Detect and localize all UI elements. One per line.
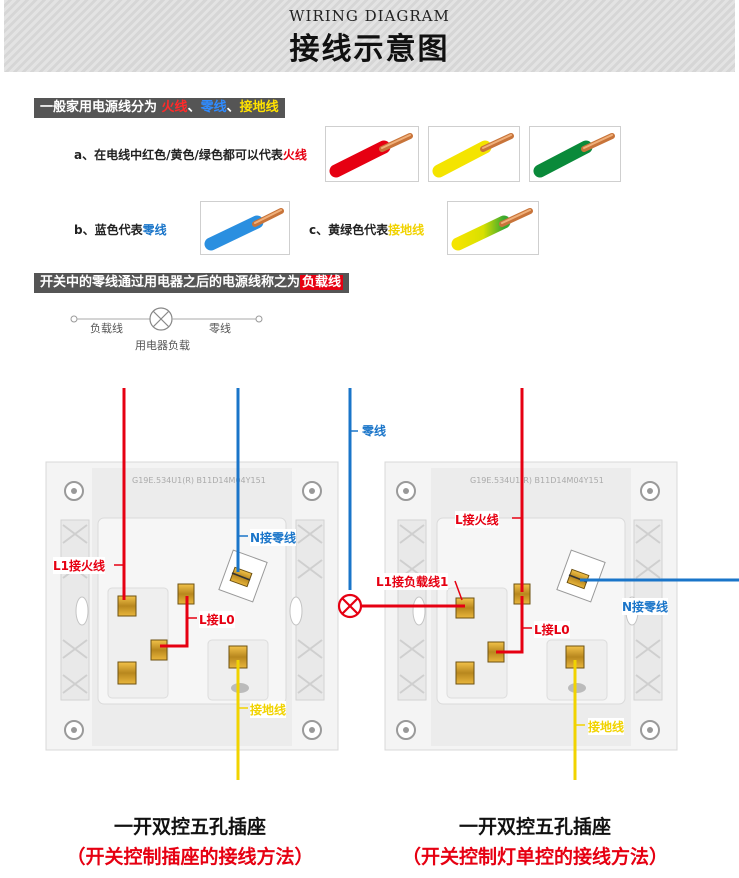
right-caption-subtitle: （开关控制灯单控的接线方法） (401, 846, 668, 868)
header-english-title: WIRING DIAGRAM (289, 7, 450, 25)
left-panel-print: G19E.534U1(R) B11D14M04Y151 (132, 476, 266, 485)
right-l-label: L接火线 (455, 511, 499, 528)
right-l1-label: L1接负载线1 (376, 573, 449, 590)
line-b-highlight: 零线 (142, 223, 167, 237)
section2-highlight: 负载线 (300, 275, 344, 290)
left-caption-title: 一开双控五孔插座 (113, 816, 266, 838)
line-a-highlight: 火线 (282, 148, 307, 162)
left-l1-label: L1接火线 (53, 557, 105, 574)
header-banner: WIRING DIAGRAM 接线示意图 (4, 0, 735, 72)
section2-prefix: 开关中的零线通过用电器之后的电源线称之为 (40, 275, 301, 290)
right-panel-print: G19E.534U1(R) B11D14M04Y151 (470, 476, 604, 485)
load-right-label: 零线 (209, 322, 231, 335)
line-a-label: a、在电线中红色/黄色/绿色都可以代表火线 (74, 146, 307, 163)
load-bottom-label: 用电器负载 (135, 339, 190, 352)
line-b-prefix: b、蓝色代表 (74, 223, 143, 237)
left-caption-subtitle: （开关控制插座的接线方法） (66, 846, 314, 868)
right-n-label: N接零线 (622, 598, 669, 615)
red-wire-image (325, 126, 419, 182)
green-wire-image (529, 126, 621, 182)
yellow-wire-image (428, 126, 520, 182)
line-a-prefix: a、在电线中红色/黄色/绿色都可以代表 (74, 148, 283, 162)
section-bar-load-wire: 开关中的零线通过用电器之后的电源线称之为负载线 (34, 273, 350, 293)
right-ground-label: 接地线 (588, 718, 625, 735)
line-b-label: b、蓝色代表零线 (74, 221, 167, 238)
right-l0-label: L接L0 (534, 621, 570, 638)
left-l0-jumper (160, 596, 189, 648)
load-left-label: 负载线 (90, 322, 123, 335)
line-c-label: c、黄绿色代表接地线 (309, 221, 424, 238)
left-l-label: L接L0 (199, 611, 235, 628)
section1-sep2: 、 (226, 100, 240, 115)
line-c-prefix: c、黄绿色代表 (309, 223, 389, 237)
section1-sep1: 、 (187, 100, 201, 115)
wiring-diagram: G19E.534U1(R) B11D14M04Y151 G19E.534U1(R… (45, 388, 739, 780)
left-switch-panel: G19E.534U1(R) B11D14M04Y151 (45, 461, 339, 751)
section1-ground: 接地线 (239, 100, 279, 115)
left-n-label: N接零线 (250, 529, 297, 546)
yellow-green-wire-image (447, 201, 539, 255)
right-caption-title: 一开双控五孔插座 (458, 816, 611, 838)
section1-fire: 火线 (161, 100, 188, 115)
blue-wire-image (200, 201, 290, 255)
section1-prefix: 一般家用电源线分为 (40, 100, 158, 115)
section-bar-wire-types: 一般家用电源线分为 火线、零线、接地线 (34, 98, 285, 118)
neutral-wire-label: 零线 (362, 424, 387, 438)
right-l0-jumper (496, 596, 524, 654)
line-c-highlight: 接地线 (388, 223, 425, 237)
left-ground-label: 接地线 (250, 701, 287, 718)
load-diagram (70, 307, 263, 331)
header-chinese-title: 接线示意图 (289, 32, 450, 67)
section1-neutral: 零线 (200, 100, 227, 115)
